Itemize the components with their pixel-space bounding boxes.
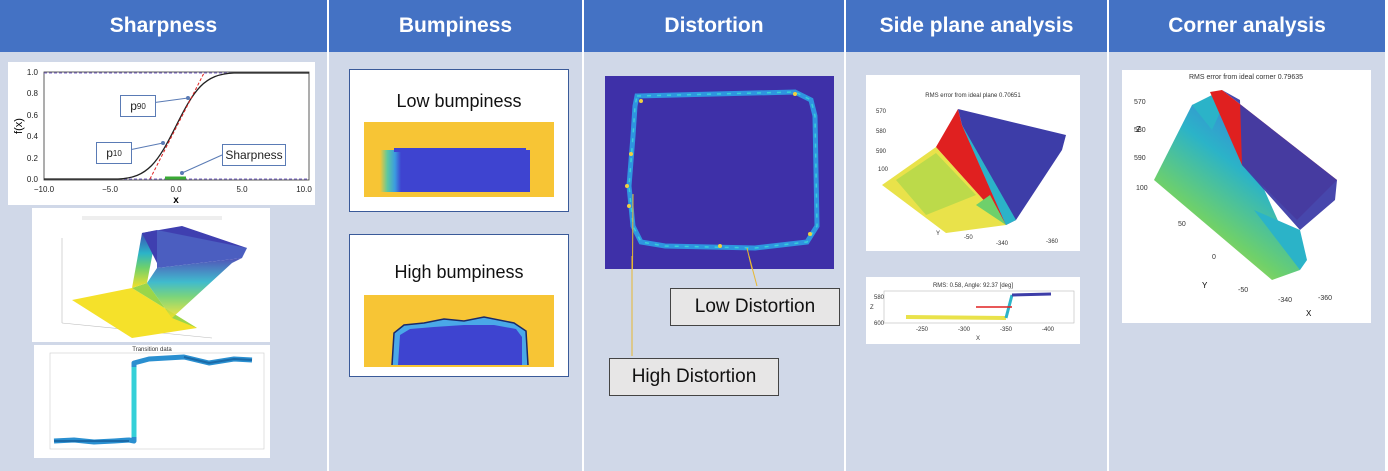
column-bumpiness: Bumpiness Low bumpiness High bumpiness: [329, 0, 582, 471]
x-tick: -360: [1046, 239, 1059, 245]
xtick: 5.0: [236, 185, 248, 194]
distortion-image: [605, 76, 834, 269]
transition-plot: Transition data: [34, 345, 270, 458]
surface-plot: [32, 208, 270, 342]
ytick: 1.0: [27, 68, 39, 77]
y-tick: 50: [1178, 221, 1186, 228]
header-distortion: Distortion: [584, 0, 844, 52]
xtick: 0.0: [170, 185, 182, 194]
y-label: Y: [936, 231, 940, 237]
side-plane-2d-svg: RMS: 0.58, Angle: 92.37 [deg] Z 580 600 …: [870, 283, 1075, 342]
y-tick: 600: [874, 321, 885, 327]
z-tick: 580: [876, 129, 887, 135]
x-axis-label: x: [173, 195, 179, 205]
column-distortion: Distortion Low Distortion High Distortio…: [584, 0, 844, 471]
side-plane-3d-plot: RMS error from ideal plane 0.70651 570 5…: [866, 75, 1080, 251]
header-side-plane: Side plane analysis: [846, 0, 1107, 52]
z-tick: 590: [876, 149, 887, 155]
ytick: 0.0: [27, 175, 39, 184]
x-tick: -340: [1278, 297, 1292, 304]
ytick: 0.8: [27, 89, 39, 98]
y-axis-label: Y: [1202, 281, 1208, 290]
low-bumpiness-label: Low bumpiness: [396, 91, 522, 111]
y-tick: -50: [1238, 287, 1248, 294]
z-axis-label: Z: [870, 305, 874, 311]
x-tick: -400: [1042, 327, 1055, 333]
x-axis-label: X: [976, 336, 980, 342]
y-tick: 0: [1212, 254, 1216, 261]
high-bumpiness-image: [364, 295, 554, 367]
y-tick: -50: [964, 235, 973, 241]
ytick: 0.4: [27, 132, 39, 141]
low-bumpiness-box: Low bumpiness: [349, 69, 569, 212]
surface-plot-svg: [61, 216, 247, 339]
z-tick: 590: [1134, 155, 1146, 162]
header-sharpness: Sharpness: [0, 0, 327, 52]
column-corner: Corner analysis RMS error from ideal cor…: [1109, 0, 1385, 471]
side-plane-2d-plot: RMS: 0.58, Angle: 92.37 [deg] Z 580 600 …: [866, 277, 1080, 344]
x-tick: -350: [1000, 327, 1013, 333]
corner-3d-plot: RMS error from ideal corner 0.79635 Z 57…: [1122, 70, 1371, 323]
xtick: −5.0: [102, 185, 118, 194]
high-distortion-label: High Distortion: [609, 358, 779, 396]
ytick: 0.2: [27, 154, 39, 163]
high-bumpiness-box: High bumpiness: [349, 234, 569, 377]
x-tick: -360: [1318, 295, 1332, 302]
side-plane-2d-title: RMS: 0.58, Angle: 92.37 [deg]: [933, 283, 1013, 289]
z-tick: 100: [1136, 185, 1148, 192]
sigmoid-plot-svg: 1.0 0.8 0.6 0.4 0.2 0.0 −10.0 −5.0 0.0 5…: [13, 68, 312, 206]
xtick: −10.0: [34, 185, 55, 194]
header-corner: Corner analysis: [1109, 0, 1385, 52]
ytick: 0.6: [27, 111, 39, 120]
z-axis-label: Z: [1136, 125, 1141, 134]
high-bumpiness-label: High bumpiness: [394, 262, 524, 282]
header-bumpiness: Bumpiness: [329, 0, 582, 52]
z-tick: 100: [878, 167, 889, 173]
column-side-plane: Side plane analysis RMS error from ideal…: [846, 0, 1107, 471]
low-bumpiness-image: [364, 122, 554, 197]
y-tick: 580: [874, 295, 885, 301]
x-tick: -250: [916, 327, 929, 333]
distortion-arrows: [631, 255, 758, 356]
x-tick: -340: [996, 241, 1009, 247]
z-tick: 580: [1134, 127, 1146, 134]
corner-title: RMS error from ideal corner 0.79635: [1189, 74, 1303, 81]
y-axis-label: f(x): [13, 118, 25, 134]
x-axis-label: X: [1306, 309, 1312, 318]
transition-plot-svg: Transition data: [49, 347, 265, 450]
low-distortion-label: Low Distortion: [670, 288, 840, 326]
column-sharpness: Sharpness 1.0 0.8 0.6 0.4 0.2 0.0 −10.0 …: [0, 0, 327, 471]
z-tick: 570: [1134, 99, 1146, 106]
side-plane-3d-svg: RMS error from ideal plane 0.70651 570 5…: [876, 93, 1066, 247]
transition-plot-title: Transition data: [132, 347, 172, 353]
side-plane-title: RMS error from ideal plane 0.70651: [925, 93, 1021, 99]
z-tick: 570: [876, 109, 887, 115]
callout-sharpness: Sharpness: [222, 144, 286, 166]
x-tick: -300: [958, 327, 971, 333]
corner-3d-svg: RMS error from ideal corner 0.79635 Z 57…: [1134, 74, 1337, 318]
xtick: 10.0: [296, 185, 312, 194]
sigmoid-plot: 1.0 0.8 0.6 0.4 0.2 0.0 −10.0 −5.0 0.0 5…: [8, 62, 315, 206]
